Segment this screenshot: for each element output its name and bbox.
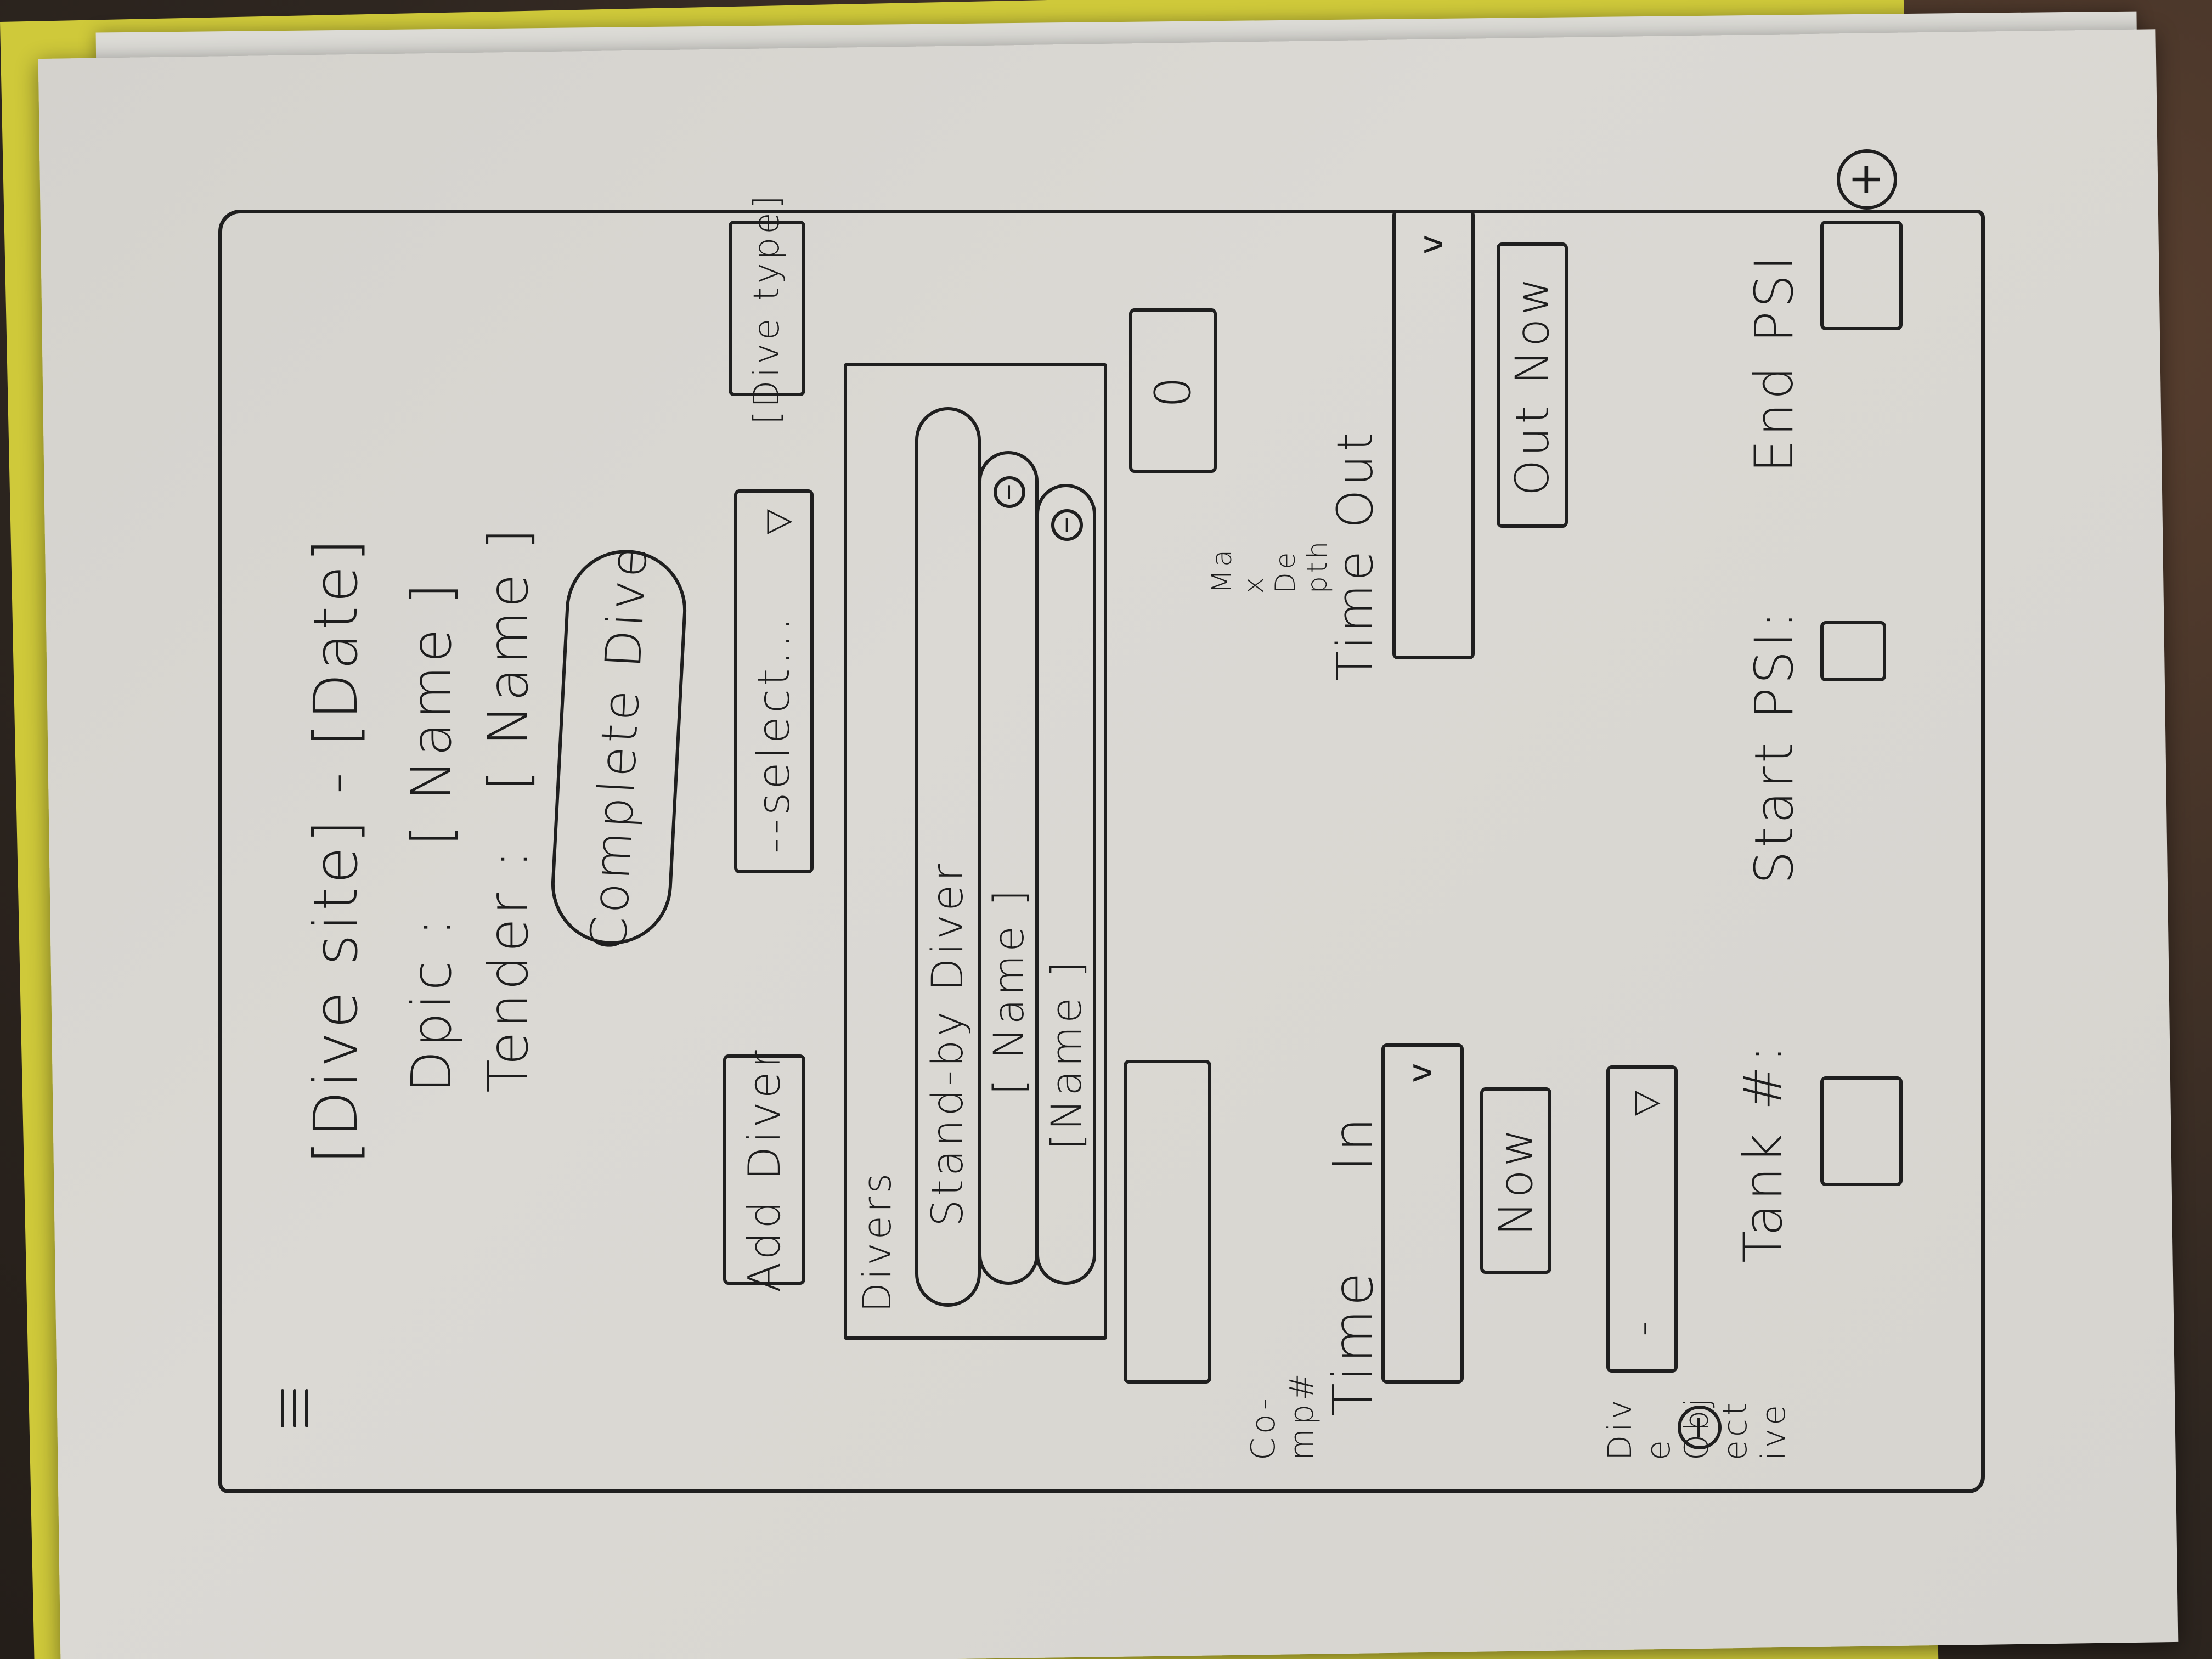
diver-item-label: Stand-by Diver bbox=[923, 860, 973, 1227]
time-out-select[interactable]: v bbox=[1392, 210, 1475, 659]
start-psi-input[interactable] bbox=[1820, 621, 1886, 681]
chevron-down-icon: ▽ bbox=[1626, 1091, 1664, 1116]
comp-number-input[interactable] bbox=[1124, 1060, 1211, 1384]
dive-objective-dropdown[interactable]: - ▽ bbox=[1606, 1065, 1678, 1373]
tank-number-input[interactable] bbox=[1820, 1076, 1903, 1186]
diver-list-item-standby[interactable]: Stand-by Diver bbox=[915, 407, 981, 1307]
complete-dive-label: Complete Dive bbox=[579, 542, 658, 952]
start-psi-label: Start PSI: bbox=[1743, 607, 1805, 884]
sketched-phone-screen: [Dive site] - [Date] Dpic : [ Name ] Ten… bbox=[218, 149, 1985, 1493]
dpic-value: [ Name ] bbox=[399, 580, 464, 846]
plus-circle-icon[interactable]: + bbox=[1837, 149, 1897, 210]
time-in-label: Time In bbox=[1321, 1114, 1385, 1417]
add-diver-label: Add Diver bbox=[738, 1047, 790, 1293]
minus-circle-icon[interactable]: − bbox=[994, 476, 1025, 508]
diver-list-item[interactable]: [ Name ] − bbox=[978, 451, 1039, 1285]
max-depth-value: 0 bbox=[1144, 373, 1202, 408]
out-now-label: Out Now bbox=[1505, 274, 1559, 496]
diver-select-value: --select... bbox=[748, 613, 799, 854]
chevron-down-icon: v bbox=[1412, 235, 1451, 255]
time-in-now-label: Now bbox=[1489, 1125, 1543, 1236]
out-now-button[interactable]: Out Now bbox=[1497, 242, 1568, 528]
minus-circle-icon[interactable]: − bbox=[1678, 1406, 1722, 1449]
max-depth-input[interactable]: 0 bbox=[1129, 308, 1217, 473]
tender-value: [ Name ] bbox=[476, 525, 540, 791]
dive-objective-value: - bbox=[1616, 1317, 1668, 1336]
dive-type-dropdown[interactable]: [Dive type] bbox=[729, 192, 805, 425]
complete-dive-button[interactable]: Complete Dive bbox=[548, 542, 690, 952]
add-diver-button[interactable]: Add Diver bbox=[723, 1047, 805, 1293]
time-in-select[interactable]: v bbox=[1381, 1043, 1464, 1384]
time-in-now-button[interactable]: Now bbox=[1480, 1087, 1551, 1274]
max-depth-label: Ma x De pth bbox=[1206, 538, 1333, 594]
end-psi-input[interactable] bbox=[1820, 221, 1903, 330]
dpic-label: Dpic : bbox=[399, 915, 464, 1093]
tank-number-label: Tank #: bbox=[1733, 1041, 1794, 1263]
comp-number-label: Co- mp# bbox=[1244, 1370, 1321, 1460]
tender-label: Tender : bbox=[476, 847, 540, 1093]
time-out-label: Time Out bbox=[1327, 428, 1384, 681]
diver-item-label: [ Name ] bbox=[984, 887, 1033, 1095]
end-psi-label: End PSI bbox=[1743, 252, 1805, 473]
page-title: [Dive site] - [Date] bbox=[301, 535, 371, 1164]
minus-circle-icon[interactable]: − bbox=[1051, 509, 1083, 541]
chevron-down-icon: ▽ bbox=[758, 509, 797, 535]
diver-item-label: [Name ] bbox=[1041, 958, 1091, 1150]
diver-select-dropdown[interactable]: --select... ▽ bbox=[734, 489, 814, 873]
dive-type-label: [Dive type] bbox=[747, 192, 787, 425]
hamburger-menu-icon[interactable] bbox=[279, 1389, 312, 1427]
divers-heading: Divers bbox=[855, 1170, 900, 1312]
chevron-down-icon: v bbox=[1401, 1063, 1440, 1083]
diver-list-item[interactable]: [Name ] − bbox=[1036, 484, 1096, 1285]
